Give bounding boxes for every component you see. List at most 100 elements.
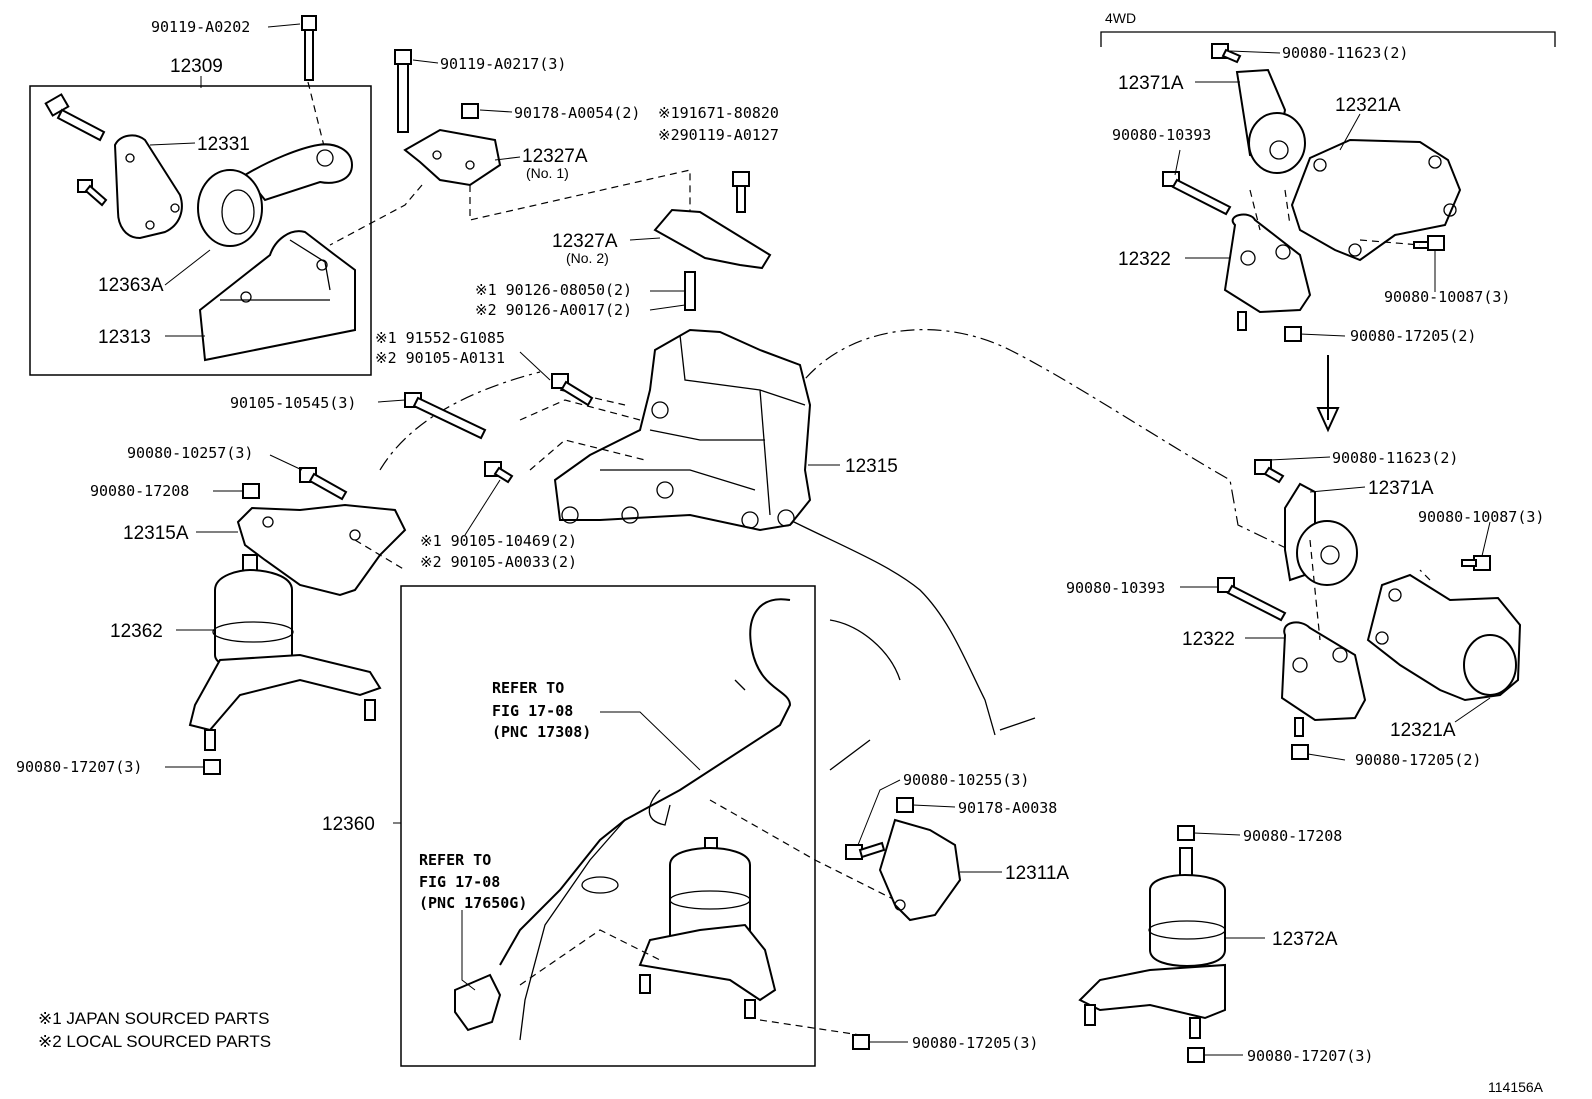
stud-90126 <box>684 271 696 311</box>
bolt-90080-11623-top <box>1211 43 1242 64</box>
label-12331: 12331 <box>197 134 250 155</box>
label-12371A-bottom: 12371A <box>1368 478 1434 499</box>
mount-12362 <box>188 554 382 751</box>
engine-outline <box>379 329 1291 551</box>
refer-to-2-line2: FIG 17-08 <box>419 873 500 891</box>
label-90080-17208-left: 90080-17208 <box>90 482 189 500</box>
label-90126-08050: ※1 90126-08050(2) <box>475 281 632 299</box>
nut-90080-17205-3 <box>852 1034 870 1050</box>
arrow-down <box>1316 355 1340 433</box>
bolt-small-inset <box>77 179 108 207</box>
bolt-91552-G1085 <box>551 373 594 407</box>
label-90080-17208-right: 90080-17208 <box>1243 827 1342 845</box>
bracket-12327A-no2 <box>653 208 772 270</box>
bracket-12311A <box>878 818 962 922</box>
leader <box>354 539 406 571</box>
label-191671-80820: ※191671-80820 <box>658 104 779 122</box>
label-90080-10087-top: 90080-10087(3) <box>1384 288 1510 306</box>
label-90080-10257: 90080-10257(3) <box>127 444 253 462</box>
bracket-12322-top <box>1223 213 1312 331</box>
refer-to-1-line3: (PNC 17308) <box>492 723 591 741</box>
label-12321A-top: 12321A <box>1335 95 1401 116</box>
bolt-inset-top <box>44 93 106 142</box>
label-12322-bottom: 12322 <box>1182 629 1235 650</box>
label-90178-A0054: 90178-A0054(2) <box>514 104 640 122</box>
leader <box>329 169 691 246</box>
label-12309: 12309 <box>170 56 223 77</box>
bolt-90080-10257 <box>299 467 348 501</box>
leader <box>519 389 646 471</box>
label-90080-17205-3: 90080-17205(3) <box>912 1034 1038 1052</box>
leader <box>519 799 906 1036</box>
label-90080-17207-right: 90080-17207(3) <box>1247 1047 1373 1065</box>
label-12321A-bottom: 12321A <box>1390 720 1456 741</box>
note-local-sourced: ※2 LOCAL SOURCED PARTS <box>38 1032 271 1051</box>
bolt-90119-A0202 <box>301 15 317 81</box>
hose-assembly <box>499 598 792 1041</box>
bolt-90105-10545 <box>404 392 487 440</box>
nut-90080-17208 <box>242 483 260 499</box>
bracket-12313 <box>198 230 356 362</box>
transmission-outline <box>789 519 1036 771</box>
label-90080-10255: 90080-10255(3) <box>903 771 1029 789</box>
label-4wd: 4WD <box>1105 10 1136 26</box>
bolt-90080-10087-bottom <box>1461 555 1491 571</box>
bracket-12331 <box>113 134 183 240</box>
bolt-90119-A0217 <box>394 49 412 133</box>
label-90105-10469: ※1 90105-10469(2) <box>420 532 577 550</box>
bolt-90119-A0127 <box>732 171 750 213</box>
label-leaders <box>149 23 1491 1056</box>
label-90105-10545: 90105-10545(3) <box>230 394 356 412</box>
label-90119-A0217: 90119-A0217(3) <box>440 55 566 73</box>
label-12372A: 12372A <box>1272 929 1338 950</box>
bracket-12327A-no1 <box>403 128 502 187</box>
label-90105-A0033: ※2 90105-A0033(2) <box>420 553 577 571</box>
label-290119-A0127: ※290119-A0127 <box>658 126 779 144</box>
mount-inset-12360 <box>638 837 777 1019</box>
bracket-12322-bottom <box>1280 621 1367 737</box>
nut-90080-17207-right <box>1187 1047 1205 1063</box>
bolt-90080-10087-top <box>1413 235 1445 251</box>
bracket-12315 <box>553 328 812 532</box>
label-12327A-no1-sub: (No. 1) <box>526 165 569 181</box>
4wd-bracket <box>1100 31 1556 47</box>
bracket-12371A-top <box>1235 68 1306 174</box>
label-12371A-top: 12371A <box>1118 73 1184 94</box>
label-12327A-no2: 12327A <box>552 231 618 252</box>
label-90080-17207-left: 90080-17207(3) <box>16 758 142 776</box>
bolt-90080-11623-bottom <box>1254 459 1285 484</box>
label-12362: 12362 <box>110 621 163 642</box>
label-90080-11623-top: 90080-11623(2) <box>1282 44 1408 62</box>
leader <box>1249 189 1431 641</box>
label-90080-10393-top: 90080-10393 <box>1112 126 1211 144</box>
bolt-90080-10255 <box>845 841 886 860</box>
leader <box>307 81 326 151</box>
refer-to-2-line3: (PNC 17650G) <box>419 894 527 912</box>
bolt-90080-10393-top <box>1162 171 1232 216</box>
nut-90178-A0054 <box>461 103 479 119</box>
torque-rod-12363A <box>197 143 354 247</box>
mount-12372A <box>1078 847 1226 1039</box>
nut-90080-17205-bottom <box>1291 744 1309 760</box>
label-12311A: 12311A <box>1005 863 1069 884</box>
label-90126-A0017: ※2 90126-A0017(2) <box>475 301 632 319</box>
label-12315: 12315 <box>845 456 898 477</box>
refer-to-2-line1: REFER TO <box>419 851 491 869</box>
label-90080-10087-bottom: 90080-10087(3) <box>1418 508 1544 526</box>
refer-to-1-line2: FIG 17-08 <box>492 702 573 720</box>
figure-number: 114156A <box>1488 1079 1544 1095</box>
label-91552-G1085: ※1 91552-G1085 <box>375 329 505 347</box>
label-12360: 12360 <box>322 814 375 835</box>
label-12363A: 12363A <box>98 275 164 296</box>
refer-to-1-line1: REFER TO <box>492 679 564 697</box>
nut-90080-17208-right <box>1177 825 1195 841</box>
nut-90080-17205-top <box>1284 326 1302 342</box>
label-12327A-no2-sub: (No. 2) <box>566 250 609 266</box>
label-12313: 12313 <box>98 327 151 348</box>
label-90080-17205-top: 90080-17205(2) <box>1350 327 1476 345</box>
label-12315A: 12315A <box>123 523 189 544</box>
nut-90080-17207 <box>203 759 221 775</box>
inset-box-12360 <box>400 585 816 1067</box>
bolt-90080-10393-bottom <box>1217 577 1287 622</box>
